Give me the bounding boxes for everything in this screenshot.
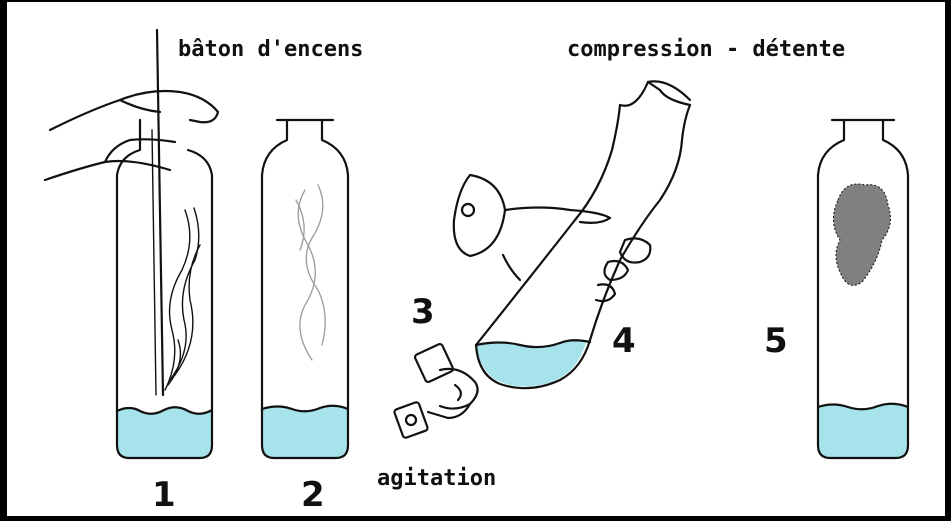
bottle-5-water [818, 404, 908, 458]
bottle-2-water [262, 406, 348, 458]
bottle-5 [818, 120, 908, 458]
bottle-1-water [117, 407, 212, 458]
compression-label: compression - détente [567, 37, 845, 62]
bottle-1 [45, 30, 218, 458]
step-number-1: 1 [152, 475, 176, 515]
cloud [833, 184, 890, 285]
step-number-3: 3 [411, 292, 435, 332]
agitation-hand [394, 343, 478, 438]
hand-holding-incense [50, 91, 218, 130]
incense-stick [157, 30, 163, 395]
step-number-4: 4 [612, 321, 636, 361]
step-number-5: 5 [764, 321, 788, 361]
bottle-2 [262, 120, 348, 458]
bottle-4 [454, 81, 690, 388]
agitation-label: agitation [377, 466, 496, 491]
incense-stick-label: bâton d'encens [178, 37, 363, 62]
step-number-2: 2 [301, 475, 325, 515]
